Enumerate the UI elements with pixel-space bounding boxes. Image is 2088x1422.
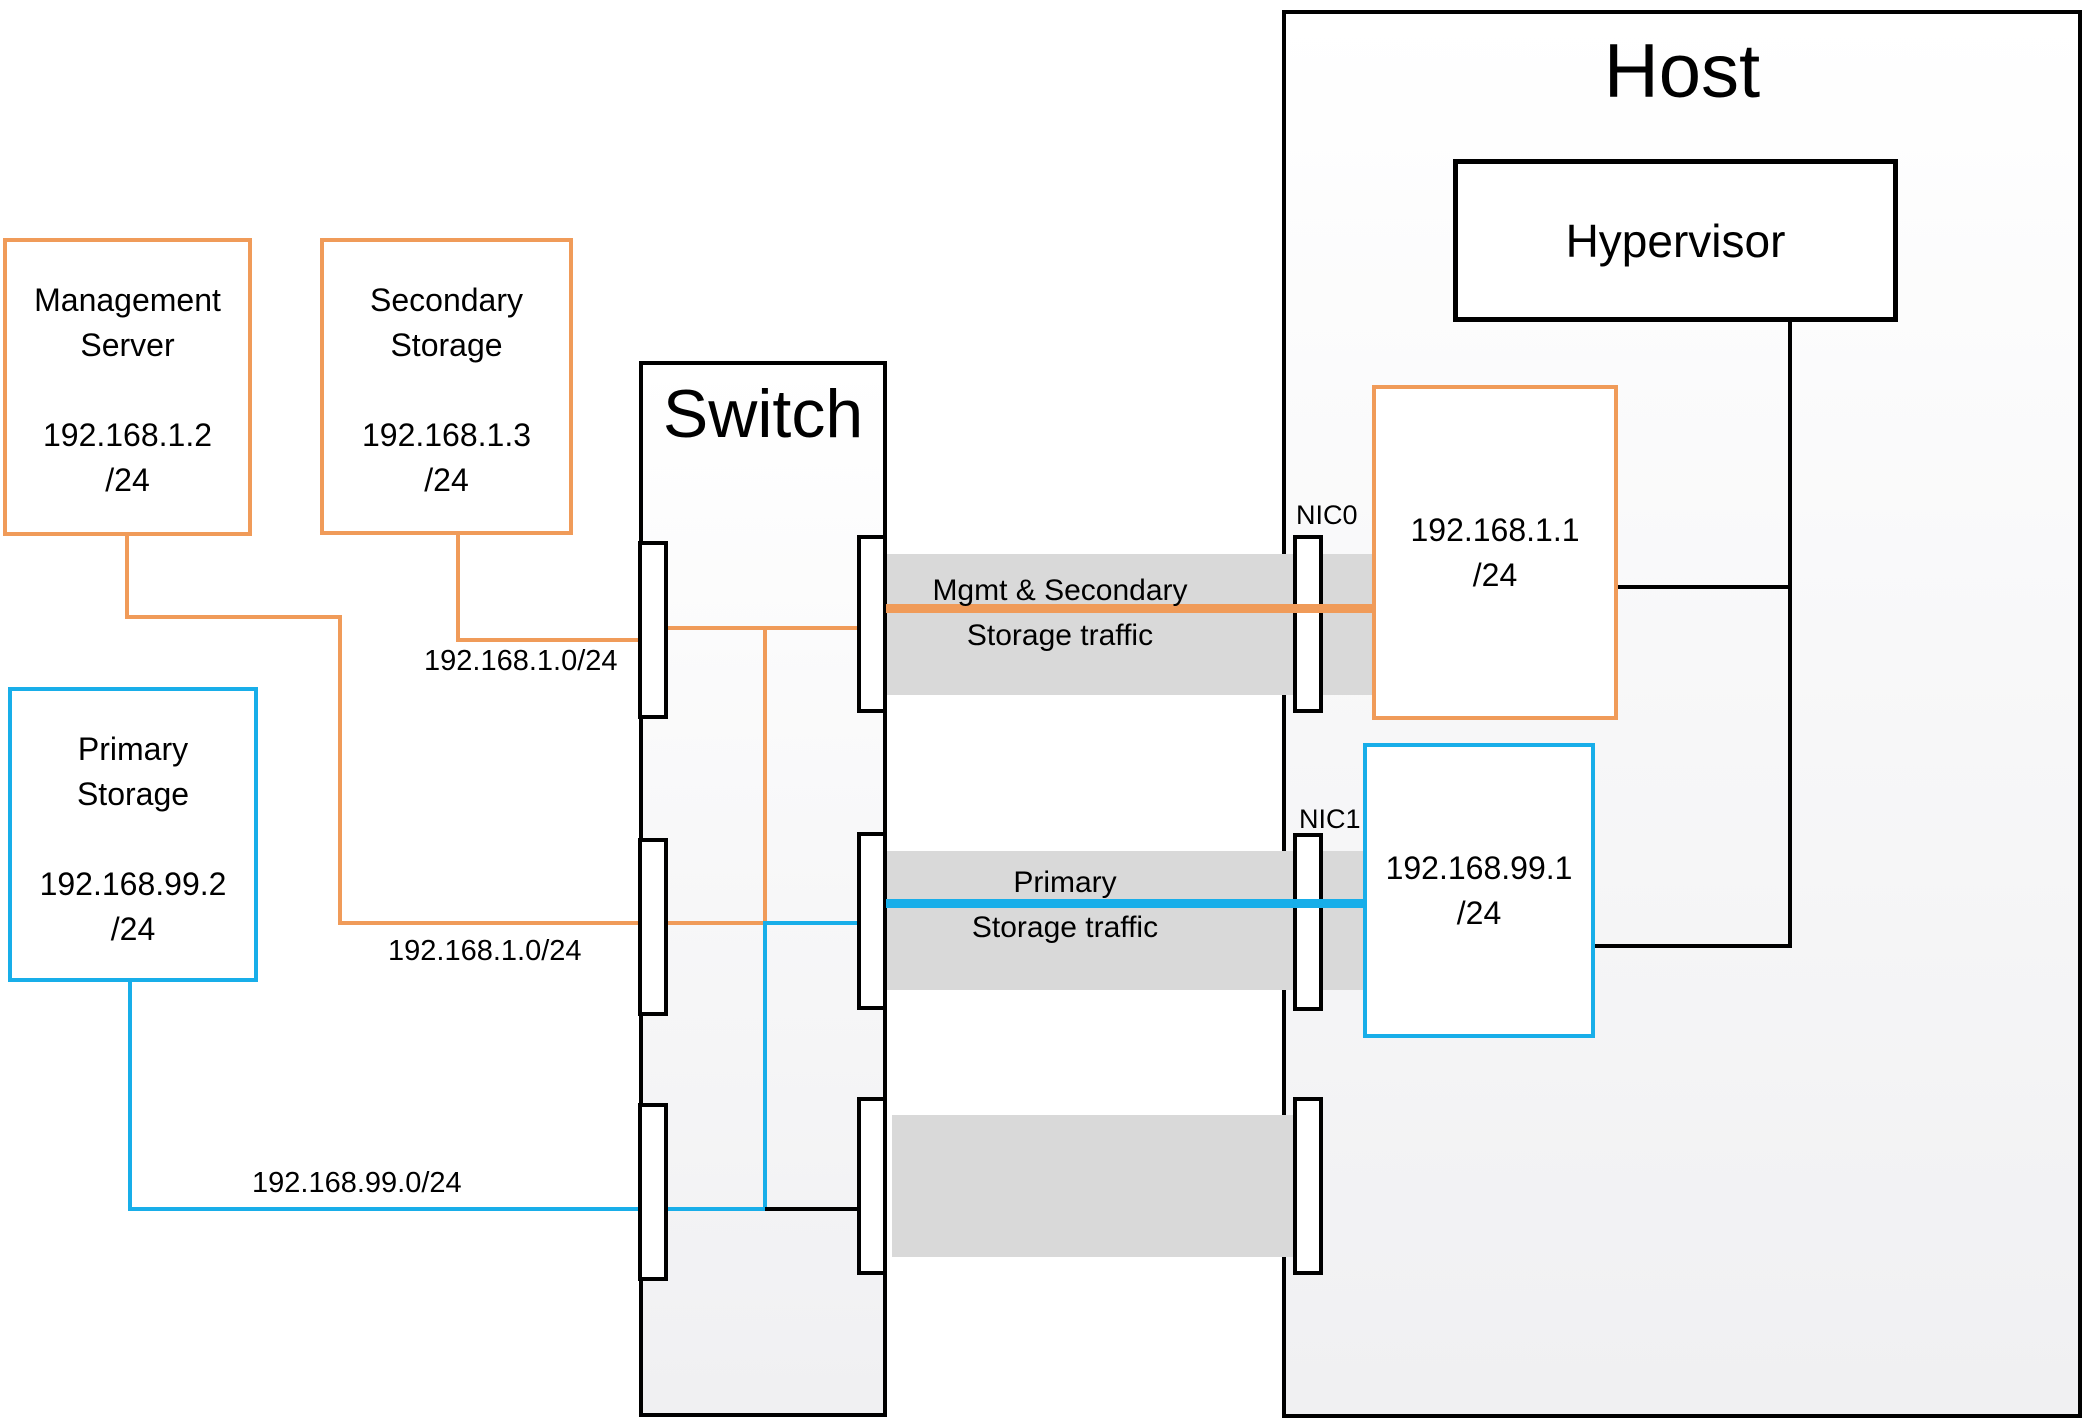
network-label-management-link: 192.168.1.0/24 bbox=[388, 935, 582, 967]
management-server-ip: 192.168.1.2 bbox=[42, 417, 213, 453]
wire-mgmt-drop bbox=[125, 534, 129, 619]
wire-switch-internal-orange-row1 bbox=[662, 626, 860, 630]
nic0-mask: /24 bbox=[1472, 556, 1518, 593]
hypervisor-box: Hypervisor bbox=[1453, 159, 1898, 322]
wire-switch-internal-blue-row2 bbox=[765, 921, 860, 925]
host-port-nic1 bbox=[1293, 833, 1323, 1011]
switch-left-port-3 bbox=[638, 1103, 668, 1281]
management-server-name-line1: Management bbox=[34, 282, 221, 318]
wire-primary-drop bbox=[128, 980, 132, 1211]
primary-traffic-label-line1: Primary bbox=[1013, 866, 1117, 899]
wire-switch-internal-orange-vertical bbox=[763, 626, 767, 925]
management-server-box: Management Server 192.168.1.2 /24 bbox=[3, 238, 252, 536]
traffic-line-primary bbox=[886, 899, 1365, 908]
wire-mgmt-v2 bbox=[338, 615, 342, 925]
secondary-storage-box: Secondary Storage 192.168.1.3 /24 bbox=[320, 238, 573, 535]
mgmt-traffic-label-line2: Storage traffic bbox=[966, 619, 1154, 652]
host-title: Host bbox=[1603, 29, 1761, 114]
nic0-box: 192.168.1.1 /24 bbox=[1372, 385, 1618, 720]
mgmt-traffic-label-line1: Mgmt & Secondary bbox=[932, 574, 1188, 607]
wire-switch-internal-blue-vertical bbox=[763, 921, 767, 1211]
host-port-nic0 bbox=[1293, 535, 1323, 713]
secondary-storage-mask: /24 bbox=[424, 462, 469, 498]
primary-storage-box: Primary Storage 192.168.99.2 /24 bbox=[8, 687, 258, 982]
primary-storage-ip: 192.168.99.2 bbox=[39, 866, 227, 902]
primary-storage-name-line1: Primary bbox=[77, 731, 189, 767]
switch-left-port-2 bbox=[638, 838, 668, 1016]
wire-nic0-to-hypervisor bbox=[1616, 585, 1790, 589]
network-label-secondary-link: 192.168.1.0/24 bbox=[424, 645, 618, 677]
wire-primary-to-switch bbox=[128, 1207, 640, 1211]
nic0-port-label: NIC0 bbox=[1296, 500, 1358, 530]
network-label-primary-link: 192.168.99.0/24 bbox=[252, 1167, 462, 1199]
primary-traffic-label-line2: Storage traffic bbox=[971, 911, 1159, 944]
band-mgmt-traffic bbox=[886, 554, 1372, 695]
primary-storage-name-line2: Storage bbox=[76, 776, 190, 812]
nic1-mask: /24 bbox=[1456, 894, 1502, 931]
mgmt-traffic-label: Mgmt & Secondary Storage traffic bbox=[905, 568, 1215, 658]
switch-title: Switch bbox=[662, 376, 864, 452]
secondary-storage-name-line1: Secondary bbox=[370, 282, 523, 318]
primary-storage-mask: /24 bbox=[110, 911, 156, 947]
nic1-box: 192.168.99.1 /24 bbox=[1363, 743, 1595, 1038]
primary-traffic-label: Primary Storage traffic bbox=[910, 860, 1220, 950]
wire-switch-internal-blue-row3 bbox=[662, 1207, 765, 1211]
switch-left-port-1 bbox=[638, 541, 668, 719]
secondary-storage-name-line2: Storage bbox=[390, 327, 503, 363]
band-unused bbox=[892, 1115, 1293, 1257]
host-port-3 bbox=[1293, 1097, 1323, 1275]
wire-secondary-to-switch bbox=[456, 638, 640, 642]
nic0-ip: 192.168.1.1 bbox=[1410, 511, 1580, 548]
wire-secondary-drop bbox=[456, 533, 460, 642]
switch-right-port-2 bbox=[857, 832, 887, 1010]
switch-right-port-3 bbox=[857, 1097, 887, 1275]
wire-mgmt-h1 bbox=[125, 615, 342, 619]
wire-mgmt-to-switch bbox=[338, 921, 640, 925]
wire-nic1-to-hypervisor bbox=[1593, 944, 1790, 948]
switch-right-port-1 bbox=[857, 535, 887, 713]
wire-switch-internal-black-row3 bbox=[765, 1207, 860, 1211]
traffic-line-mgmt bbox=[886, 604, 1374, 613]
management-server-name-line2: Server bbox=[80, 327, 175, 363]
wire-hypervisor-drop bbox=[1788, 320, 1792, 948]
nic1-port-label: NIC1 bbox=[1299, 804, 1361, 834]
wire-switch-internal-orange-row2 bbox=[662, 921, 767, 925]
management-server-mask: /24 bbox=[105, 462, 150, 498]
hypervisor-label: Hypervisor bbox=[1565, 214, 1786, 267]
nic1-ip: 192.168.99.1 bbox=[1385, 849, 1573, 886]
band-primary-traffic bbox=[886, 851, 1363, 990]
secondary-storage-ip: 192.168.1.3 bbox=[361, 417, 532, 453]
